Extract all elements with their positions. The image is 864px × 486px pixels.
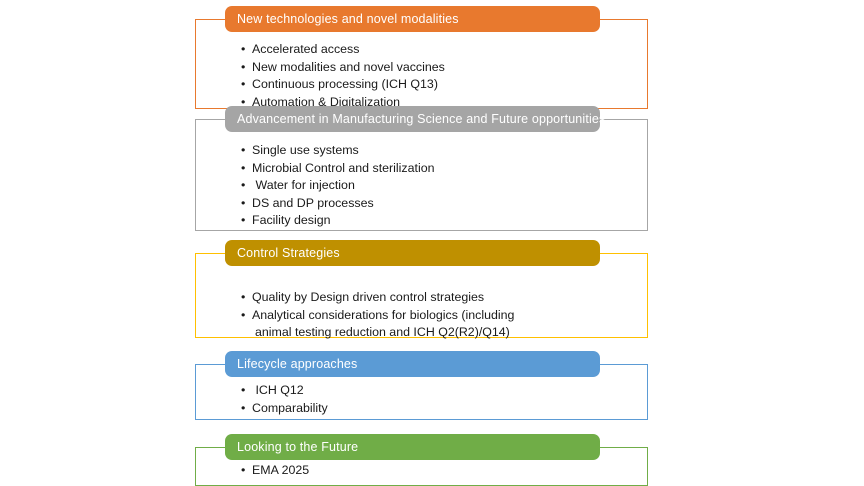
list-item: Water for injection bbox=[241, 177, 648, 195]
panel-title: Advancement in Manufacturing Science and… bbox=[237, 111, 606, 126]
panel-title: Looking to the Future bbox=[237, 439, 359, 454]
list-item: Facility design bbox=[241, 212, 648, 230]
panel-header-bar[interactable]: Looking to the Future bbox=[225, 434, 600, 460]
panel-title: Control Strategies bbox=[237, 245, 340, 260]
panel-content: Single use systems Microbial Control and… bbox=[195, 119, 648, 231]
bullet-list: EMA 2025 bbox=[241, 462, 648, 480]
panel-title: Lifecycle approaches bbox=[237, 356, 358, 371]
list-item: Continuous processing (ICH Q13) bbox=[241, 76, 648, 94]
list-item-text: Analytical considerations for biologics … bbox=[252, 307, 515, 322]
list-item: Analytical considerations for biologics … bbox=[241, 307, 648, 342]
panel-header-bar[interactable]: Control Strategies bbox=[225, 240, 600, 266]
panel-new-technologies: Accelerated access New modalities and no… bbox=[195, 6, 648, 111]
bullet-list: Accelerated access New modalities and no… bbox=[241, 41, 648, 111]
panel-content: Accelerated access New modalities and no… bbox=[195, 19, 648, 111]
panel-content: Quality by Design driven control strateg… bbox=[195, 253, 648, 339]
bullet-list: Single use systems Microbial Control and… bbox=[241, 142, 648, 230]
list-item: EMA 2025 bbox=[241, 462, 648, 480]
list-item-continuation: animal testing reduction and ICH Q2(R2)/… bbox=[255, 325, 510, 340]
panel-content: ICH Q12 Comparability bbox=[195, 364, 648, 420]
list-item: Microbial Control and sterilization bbox=[241, 160, 648, 178]
list-item: Accelerated access bbox=[241, 41, 648, 59]
list-item: Comparability bbox=[241, 400, 648, 418]
list-item: DS and DP processes bbox=[241, 195, 648, 213]
list-item: Automation & Digitalization bbox=[241, 94, 648, 112]
panel-content: EMA 2025 bbox=[195, 447, 648, 486]
panel-looking-to-the-future: EMA 2025 Looking to the Future bbox=[195, 434, 648, 486]
panel-lifecycle-approaches: ICH Q12 Comparability Lifecycle approach… bbox=[195, 351, 648, 420]
bullet-list: Quality by Design driven control strateg… bbox=[241, 289, 648, 342]
panel-header-bar[interactable]: New technologies and novel modalities bbox=[225, 6, 600, 32]
list-item: Quality by Design driven control strateg… bbox=[241, 289, 648, 307]
list-item: ICH Q12 bbox=[241, 382, 648, 400]
list-item: Single use systems bbox=[241, 142, 648, 160]
panel-title: New technologies and novel modalities bbox=[237, 11, 459, 26]
bullet-list: ICH Q12 Comparability bbox=[241, 382, 648, 417]
panel-header-bar[interactable]: Lifecycle approaches bbox=[225, 351, 600, 377]
panel-manufacturing-science: Single use systems Microbial Control and… bbox=[195, 106, 648, 231]
panel-control-strategies: Quality by Design driven control strateg… bbox=[195, 240, 648, 339]
list-item: New modalities and novel vaccines bbox=[241, 59, 648, 77]
panel-header-bar[interactable]: Advancement in Manufacturing Science and… bbox=[225, 106, 605, 132]
